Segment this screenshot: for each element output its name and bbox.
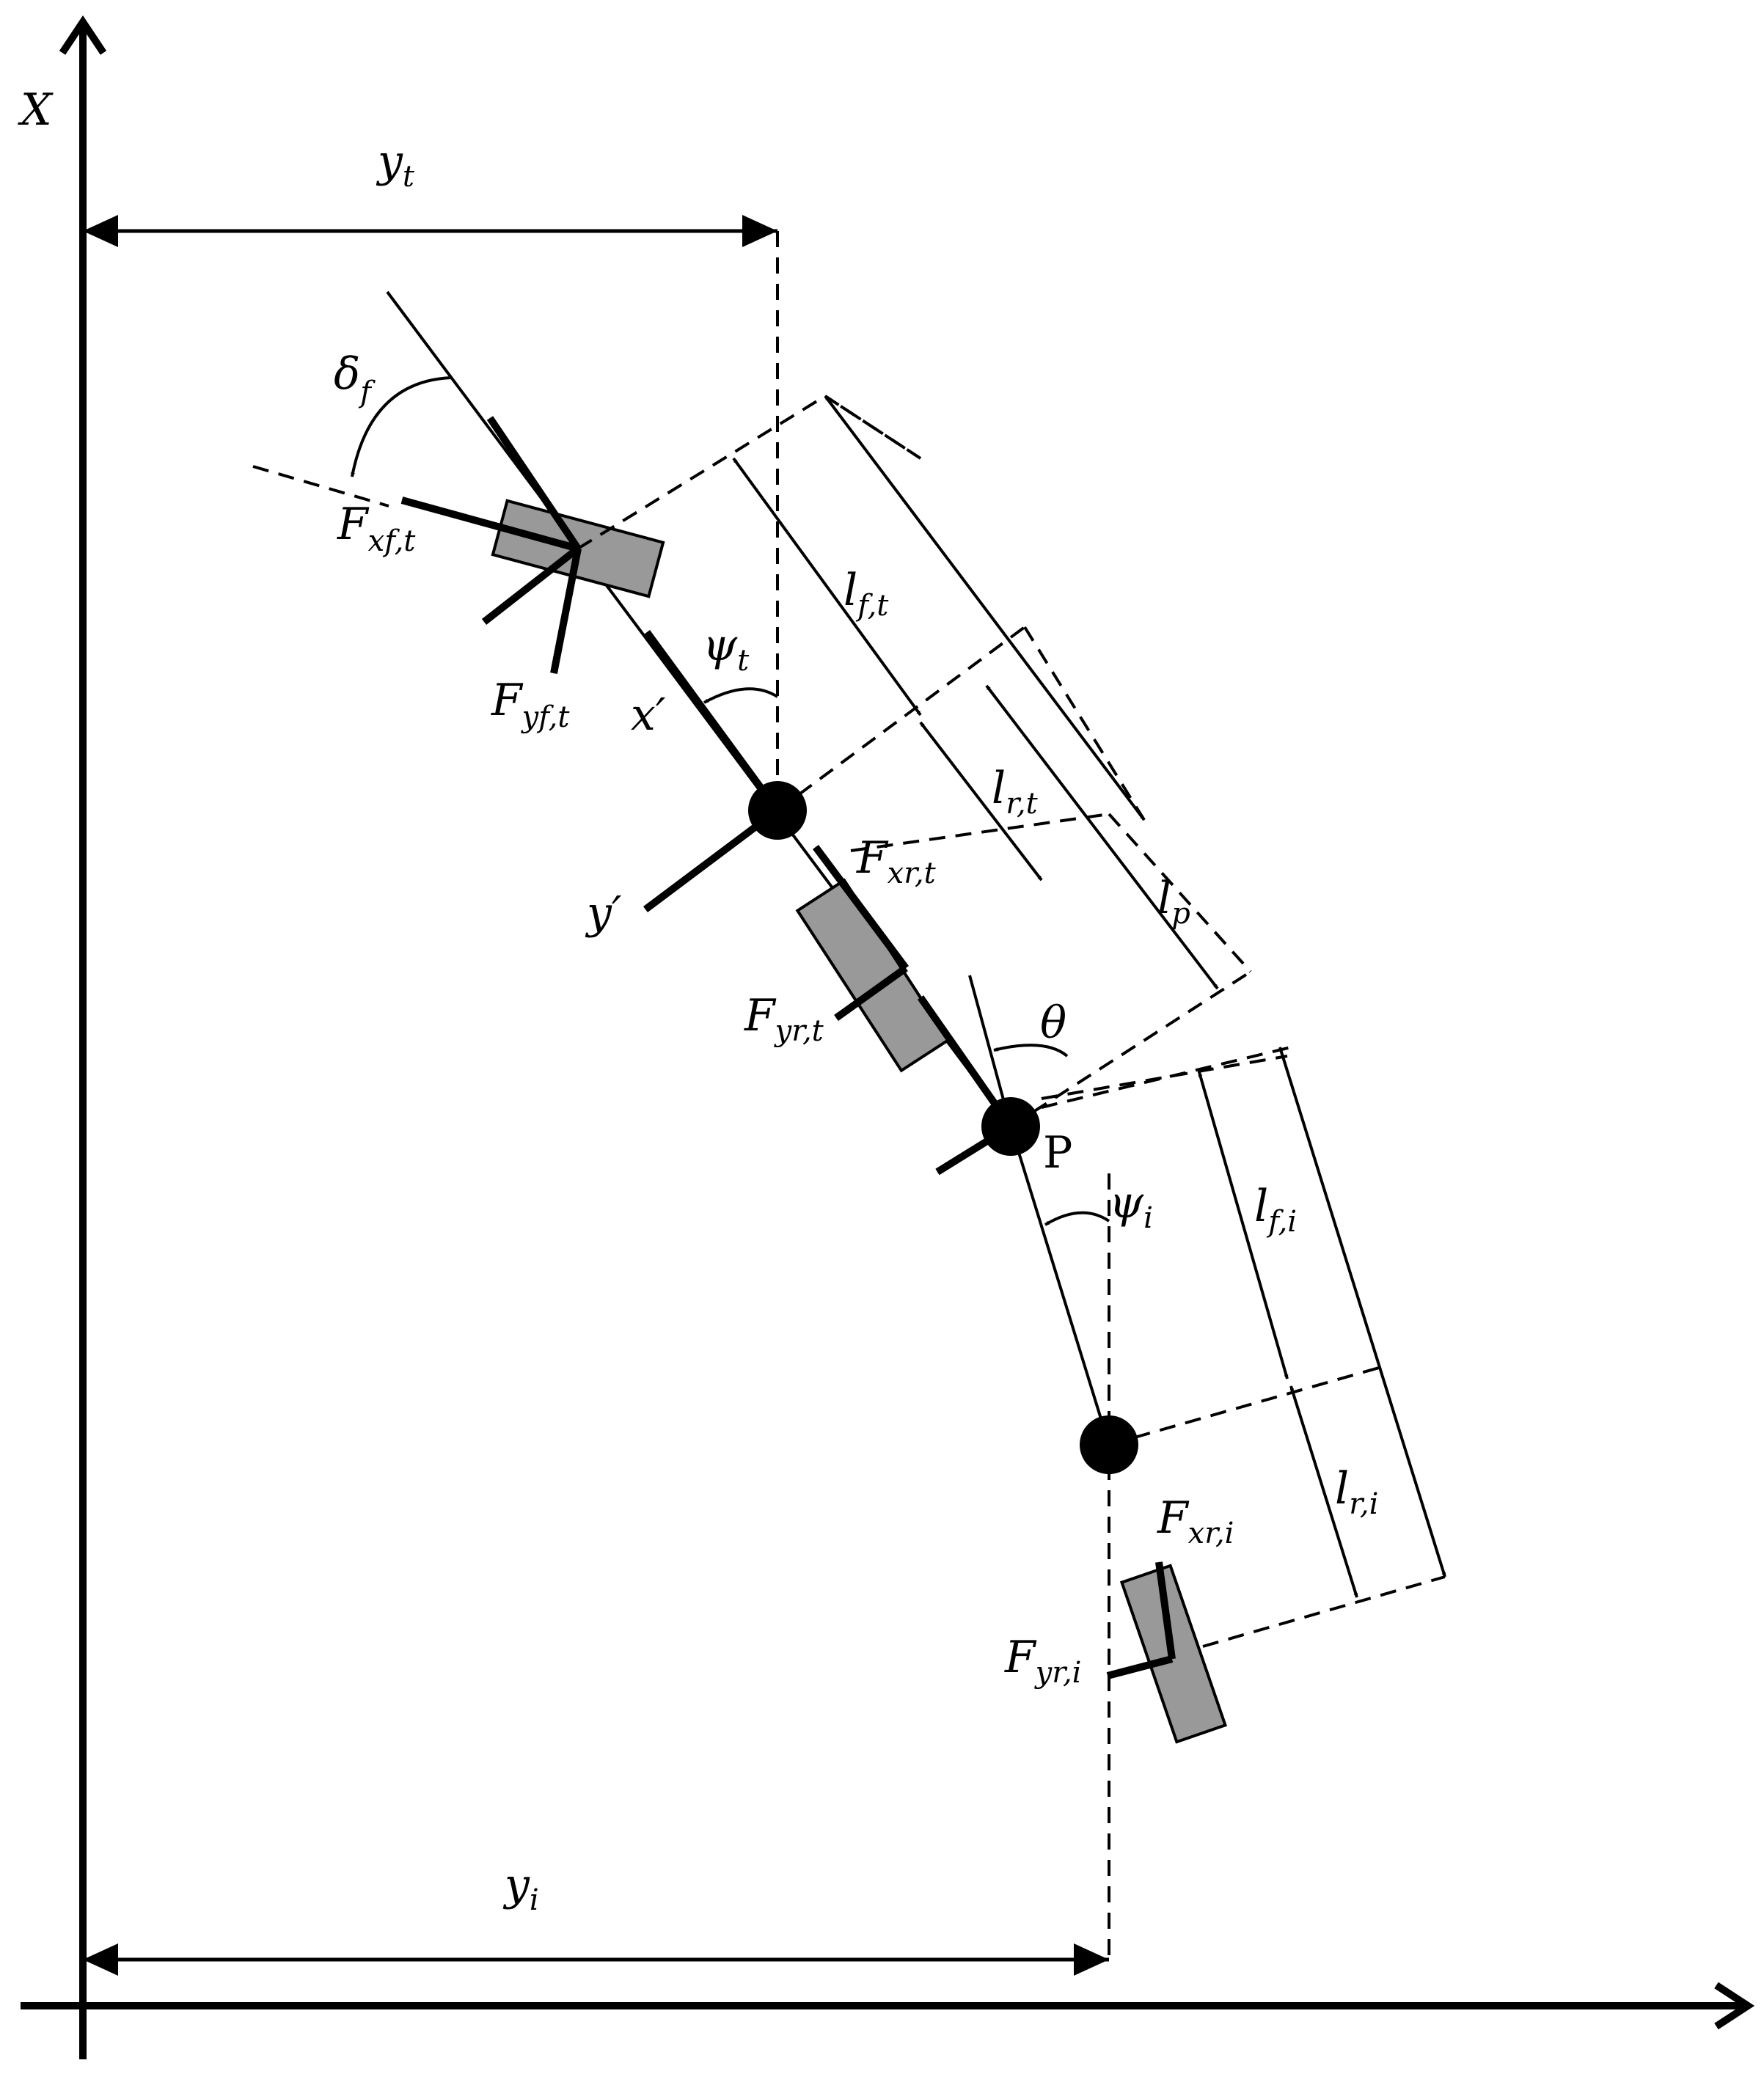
F-yr-t-arrow [834,964,908,1022]
lf-i-arrow [1198,1071,1289,1379]
labels: X yt yi δf Fxf,t Fyf,t ψt x′ y′ lf,t lr,… [18,84,1378,1917]
label-lf-t: lf,t [843,565,889,623]
x-prime-arrow [643,630,781,813]
front-heading-arrow [486,416,582,551]
label-X: X [18,84,54,136]
theta-arc [993,1044,1069,1058]
label-F-xr-i: Fxr,i [1157,1492,1234,1550]
trailer-centerline [1009,1126,1110,1445]
label-lr-t: lr,t [992,763,1039,821]
label-P: P [1043,1127,1072,1179]
label-lf-i: lf,i [1254,1181,1297,1239]
wheels [491,499,1228,1744]
label-F-yr-i: Fyr,i [1004,1632,1081,1690]
F-xr-t-arrow [812,845,910,970]
front-wheel-heading-dashed [252,465,389,507]
label-F-yr-t: Fyr,t [744,990,824,1048]
label-psi-t: ψt [703,620,750,678]
trailer-cog [1080,1415,1138,1474]
label-psi-i: ψi [1109,1177,1153,1235]
label-lr-i: lr,i [1335,1463,1378,1521]
points [748,781,1138,1474]
lf-t-arrow [732,457,922,717]
label-yi: yi [502,1859,539,1917]
label-lp: lp [1157,873,1190,931]
lf-i-outer-arrow [1278,1047,1446,1578]
length-dimensions [732,395,1446,1598]
dimension-yt [83,215,779,810]
F-xr-i-arrow [1155,1561,1176,1660]
label-delta-f: δf [334,348,376,409]
F-yf-t-arrow [550,548,582,674]
angle-arcs [351,376,1110,1226]
hitch-point-P [981,1097,1040,1156]
label-y-prime: y′ [585,887,622,939]
tractor-body [252,290,1110,1445]
dimension-yi [83,1173,1110,1976]
front-diag-arrow [481,546,581,625]
label-F-xr-t: Fxr,t [856,832,937,890]
psi-t-arc [703,687,779,704]
lr-i-arrow [1289,1385,1358,1598]
label-F-xf-t: Fxf,t [337,499,416,558]
label-yt: yt [376,136,415,194]
label-x-prime: x′ [631,689,666,741]
delta-f-arc [351,376,452,477]
tractor-cog [748,781,807,840]
psi-i-arc [1044,1211,1110,1226]
label-theta: θ [1040,997,1066,1049]
lp-arrow [985,684,1219,990]
x-axis-arrowhead [59,15,107,55]
F-xf-t-arrow [400,496,579,552]
y-axis-arrowhead [1714,1982,1755,2030]
axes [21,15,1755,2059]
F-yr-i-arrow [1106,1655,1174,1679]
label-F-yf-t: Fyf,t [491,675,570,734]
